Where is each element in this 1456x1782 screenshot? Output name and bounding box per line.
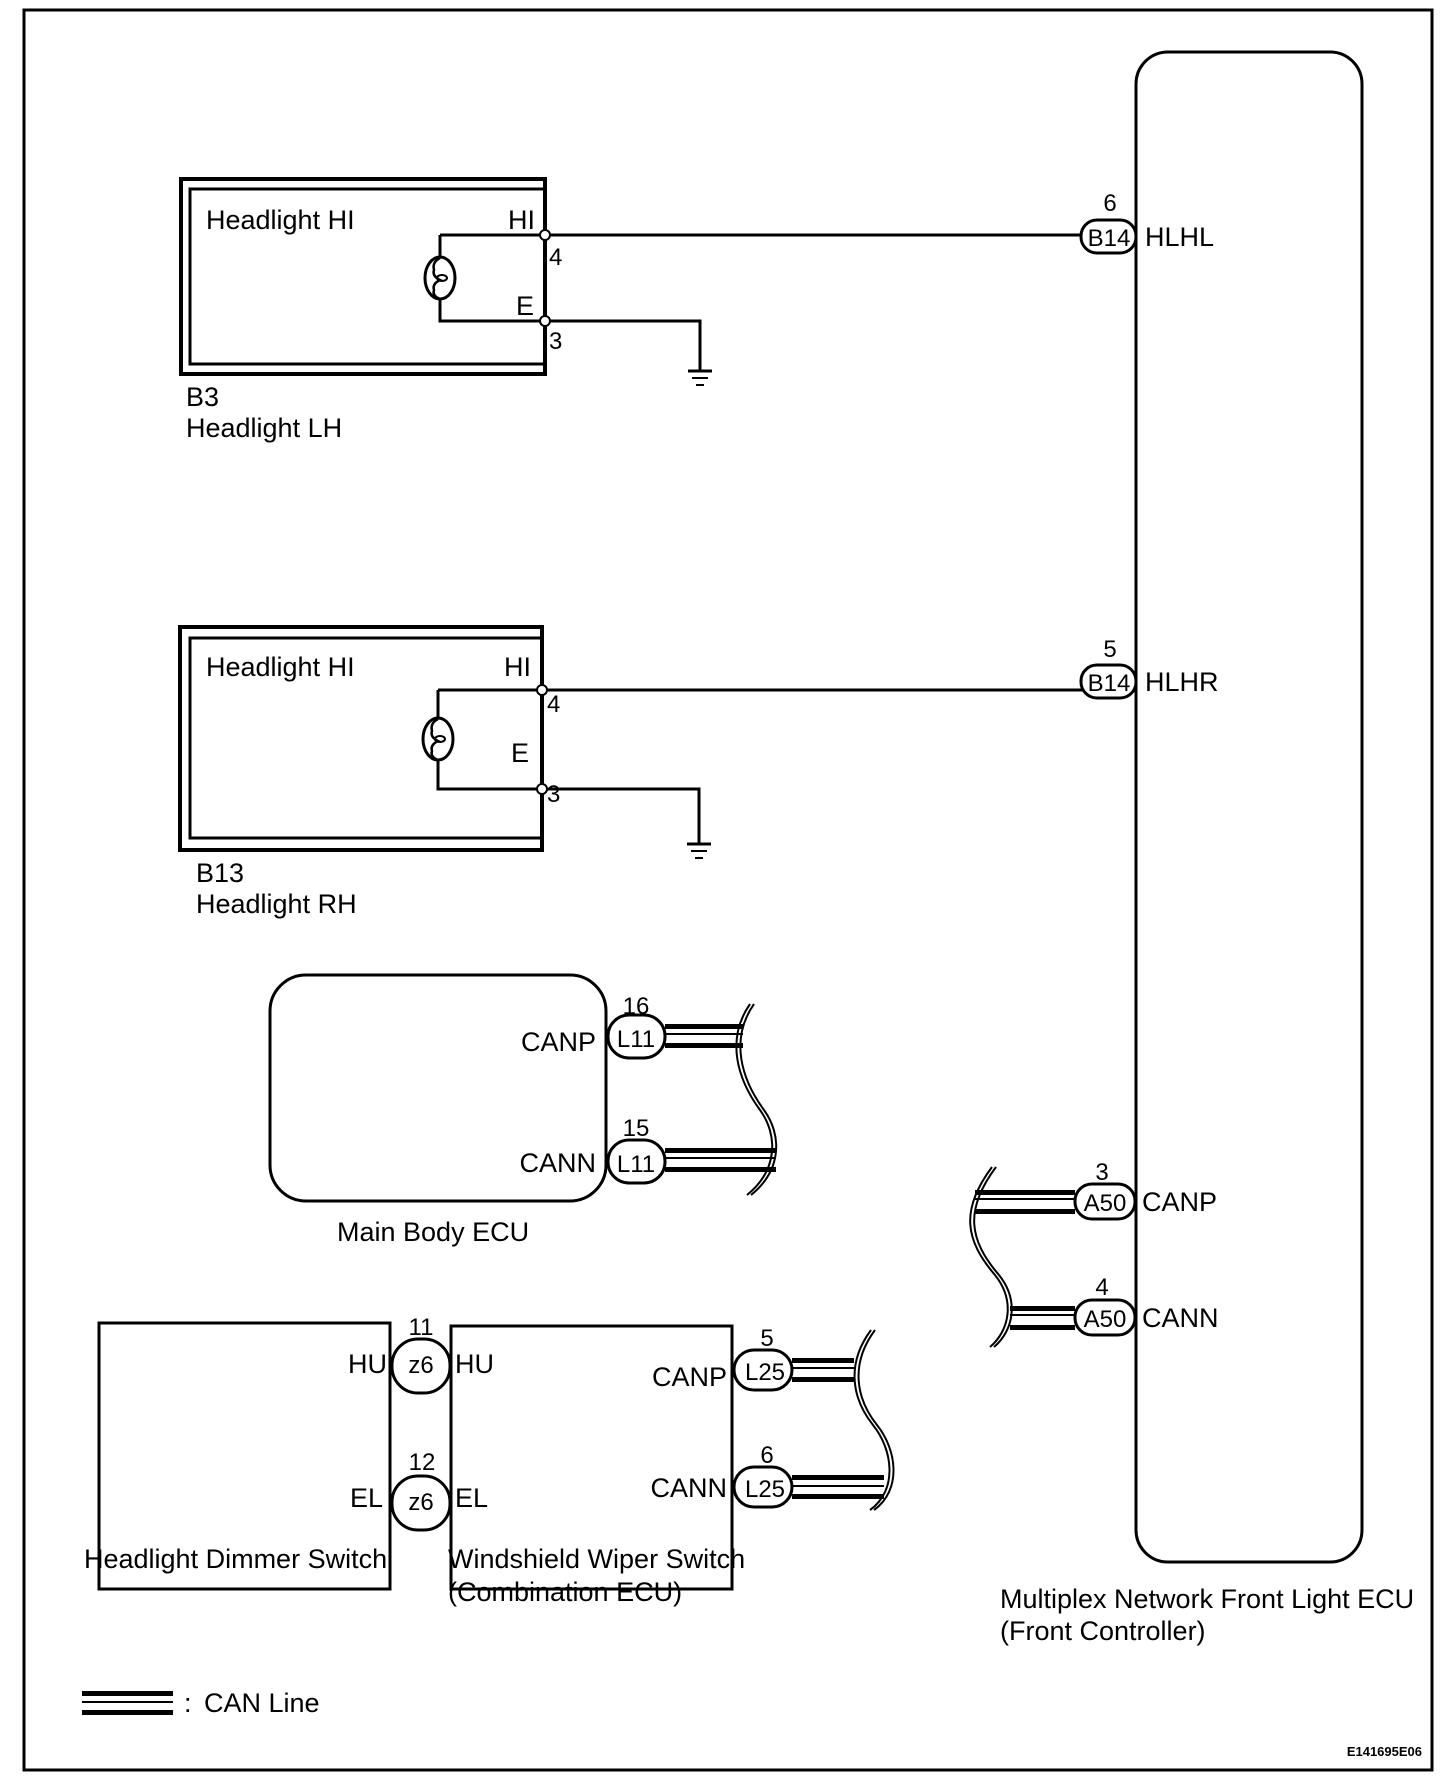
- front-light-ecu-subname: (Front Controller): [1000, 1616, 1206, 1646]
- terminal-name: CANP: [652, 1362, 727, 1392]
- headlight-lh: Headlight HI HI 4 E 3 B3 Headlight LH: [179, 177, 712, 443]
- connector-id: B14: [1088, 225, 1131, 252]
- headlight-lh-inner-label: Headlight HI: [206, 205, 355, 235]
- wiper-switch-name: Windshield Wiper Switch: [448, 1544, 745, 1574]
- terminal-node: [539, 315, 551, 327]
- terminal-name: CANN: [1142, 1303, 1219, 1333]
- pin-number: 15: [623, 1115, 650, 1142]
- pin-number: 4: [1095, 1274, 1108, 1301]
- terminal-node: [536, 783, 548, 795]
- legend-separator: :: [184, 1688, 192, 1718]
- can-line: [665, 1024, 743, 1048]
- terminal-name: CANP: [521, 1027, 596, 1057]
- headlight-lh-name: Headlight LH: [186, 413, 342, 443]
- connector-oval: [1079, 663, 1138, 700]
- terminal-name: CANN: [650, 1473, 727, 1503]
- headlight-lh-pin-e: 3: [549, 328, 562, 355]
- wire-break-icon: [853, 1329, 895, 1511]
- main-body-ecu: CANP CANN 16 L11 15 L11 Main Body ECU: [268, 973, 778, 1247]
- headlight-lh-outer-box: [179, 177, 547, 376]
- connector-id: A50: [1084, 1306, 1127, 1333]
- wire-break-icon: [969, 1166, 1013, 1348]
- connector-id: A50: [1084, 1190, 1127, 1217]
- wire-break-icon: [735, 1003, 778, 1196]
- legend: : CAN Line: [82, 1688, 320, 1718]
- pin-number: 5: [1103, 636, 1116, 663]
- can-line: [665, 1148, 776, 1172]
- terminal-name: HLHL: [1145, 222, 1214, 252]
- can-line: [792, 1475, 884, 1499]
- headlight-lh-terminal-e: E: [516, 291, 534, 321]
- can-line-icon: [82, 1691, 173, 1715]
- headlight-lh-pin-hi: 4: [549, 244, 562, 271]
- headlight-dimmer-switch: HU EL Headlight Dimmer Switch: [84, 1321, 392, 1591]
- ground-icon: [688, 369, 712, 386]
- pin-number: 3: [1095, 1159, 1108, 1186]
- connector-id: L11: [617, 1026, 655, 1053]
- headlight-rh-inner-label: Headlight HI: [206, 652, 355, 682]
- headlight-rh-outer-box: [178, 625, 544, 852]
- connector-oval: [1079, 218, 1138, 255]
- main-body-ecu-box: [268, 973, 608, 1203]
- ground-wire: [547, 787, 701, 843]
- wiper-switch-box: [449, 1324, 734, 1591]
- headlight-lh-inner-box: [188, 187, 545, 366]
- headlight-rh-pin-hi: 4: [547, 691, 560, 718]
- terminal-name: HU: [348, 1349, 387, 1379]
- terminal-node: [536, 684, 548, 696]
- connector-oval: [732, 1348, 794, 1392]
- terminal-name: EL: [455, 1483, 488, 1513]
- windshield-wiper-switch: HU EL CANP CANN 5 L25 6 L25 Windshield W…: [448, 1324, 895, 1607]
- bulb-icon: [423, 255, 457, 301]
- ground-wire: [550, 319, 702, 370]
- connector-id: z6: [408, 1489, 433, 1516]
- pin-number: 12: [409, 1449, 436, 1476]
- terminal-name: CANN: [519, 1148, 596, 1178]
- connector-id: L11: [617, 1151, 655, 1178]
- connector-oval: [606, 1138, 667, 1185]
- connector-id: z6: [408, 1352, 433, 1379]
- can-line: [792, 1358, 854, 1382]
- can-line: [1010, 1306, 1075, 1330]
- legend-label: CAN Line: [204, 1688, 320, 1718]
- pin-number: 5: [760, 1325, 773, 1352]
- wiper-switch-subname: (Combination ECU): [448, 1577, 682, 1607]
- headlight-rh-inner-box: [188, 636, 542, 840]
- headlight-rh-name: Headlight RH: [196, 889, 357, 919]
- front-light-ecu-name: Multiplex Network Front Light ECU: [1000, 1584, 1414, 1614]
- ground-icon: [687, 842, 711, 859]
- terminal-name: CANP: [1142, 1187, 1217, 1217]
- diagram-border: [22, 8, 1434, 1772]
- pin-number: 11: [409, 1314, 434, 1341]
- headlight-rh-terminal-e: E: [511, 738, 529, 768]
- front-light-ecu-box: [1134, 50, 1364, 1564]
- terminal-name: HU: [455, 1349, 494, 1379]
- headlight-rh-connector: B13: [196, 858, 244, 888]
- terminal-node: [539, 229, 551, 241]
- main-body-ecu-name: Main Body ECU: [337, 1217, 529, 1247]
- connector-id: L25: [745, 1359, 785, 1386]
- connector-oval: [1073, 1182, 1137, 1221]
- headlight-rh: Headlight HI HI 4 E 3 B13 Headlight RH: [178, 625, 711, 919]
- front-light-ecu: 6 B14 HLHL 5 B14 HLHR 3 A50 CANP 4 A50 C…: [969, 50, 1414, 1646]
- headlight-lh-connector: B3: [186, 382, 219, 412]
- headlight-lh-terminal-hi: HI: [508, 205, 535, 235]
- bulb-icon: [421, 716, 455, 762]
- pin-number: 6: [1103, 190, 1116, 217]
- figure-code: E141695E06: [1347, 1744, 1422, 1759]
- connector-id: L25: [745, 1476, 785, 1503]
- connector-oval: [606, 1013, 667, 1060]
- can-line: [975, 1190, 1075, 1214]
- connector-oval: [1073, 1298, 1137, 1337]
- pin-number: 6: [760, 1442, 773, 1469]
- connector-id: B14: [1088, 670, 1131, 697]
- terminal-name: HLHR: [1145, 667, 1219, 697]
- dimmer-switch-box: [97, 1321, 392, 1591]
- dimmer-switch-name: Headlight Dimmer Switch: [84, 1544, 387, 1574]
- headlight-rh-pin-e: 3: [547, 781, 560, 808]
- headlight-rh-terminal-hi: HI: [504, 652, 531, 682]
- terminal-name: EL: [350, 1483, 383, 1513]
